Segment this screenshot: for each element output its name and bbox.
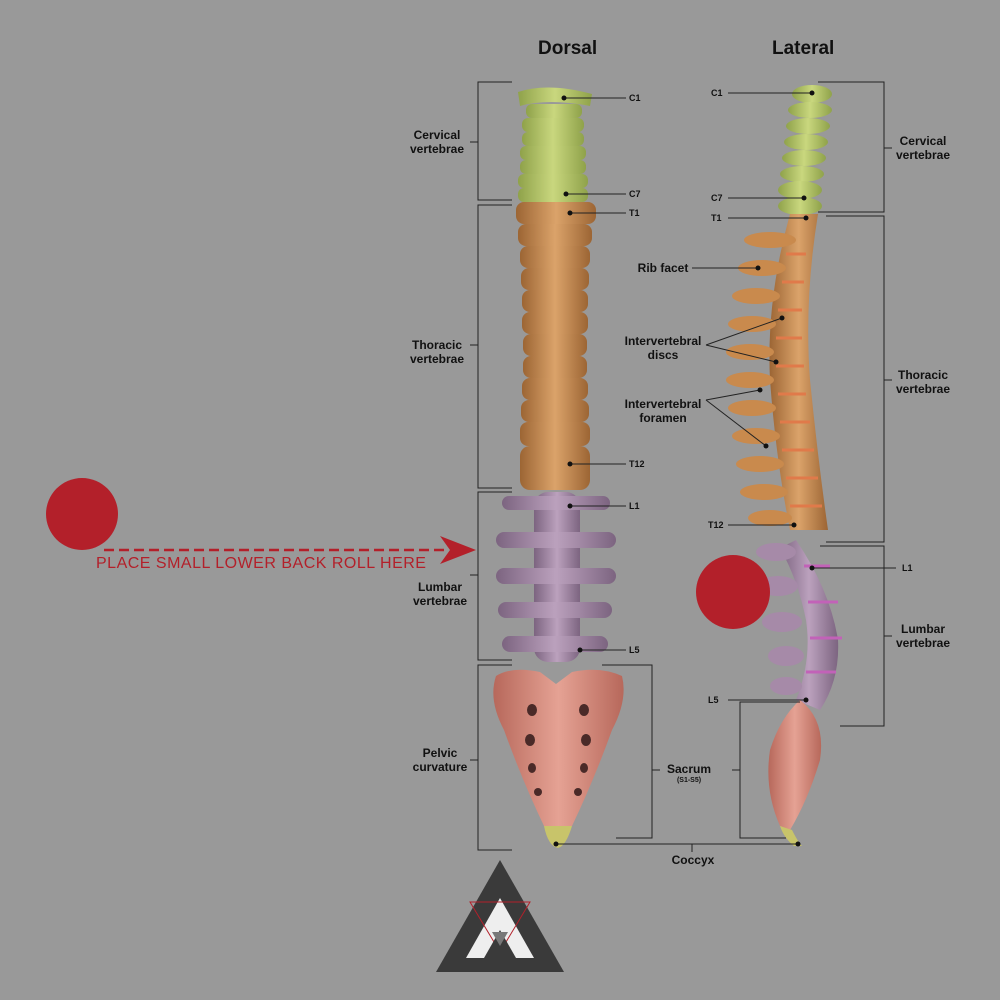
dorsal-t12-label: T12	[629, 459, 645, 469]
lateral-l5-label: L5	[708, 695, 719, 705]
dorsal-thoracic-vertebrae	[516, 202, 596, 490]
dorsal-t1-label: T1	[629, 208, 640, 218]
rib-facet-label: Rib facet	[637, 261, 689, 275]
intervertebral-discs-label: Intervertebral discs	[624, 334, 702, 362]
dorsal-l1-label: L1	[629, 501, 640, 511]
dorsal-sacrum	[493, 669, 624, 826]
instruction-text: PLACE SMALL LOWER BACK ROLL HERE	[96, 555, 427, 572]
red-dashed-arrow	[104, 536, 476, 564]
intervertebral-foramen-label: Intervertebral foramen	[624, 397, 702, 425]
leader-lines	[470, 81, 896, 852]
dorsal-title: Dorsal	[538, 38, 598, 59]
dorsal-thoracic-label: Thoracic vertebrae	[409, 338, 465, 366]
lateral-lumbar-vertebrae	[756, 540, 842, 710]
lateral-thoracic-label: Thoracic vertebrae	[895, 368, 951, 396]
lateral-sacrum	[768, 700, 822, 830]
dorsal-sacrum-sublabel: (S1-S5)	[676, 777, 702, 784]
lateral-coccyx	[780, 826, 802, 846]
lateral-cervical-label: Cervical vertebrae	[895, 134, 951, 162]
dorsal-spine	[493, 87, 624, 848]
lateral-c7-label: C7	[711, 193, 723, 203]
dorsal-l5-label: L5	[629, 645, 640, 655]
lateral-title: Lateral	[772, 38, 835, 59]
dorsal-lumbar-vertebrae	[496, 492, 616, 662]
dorsal-coccyx	[544, 826, 572, 848]
lateral-lumbar-label: Lumbar vertebrae	[895, 622, 951, 650]
triangle-logo-icon	[436, 860, 564, 972]
lateral-t12-label: T12	[708, 520, 724, 530]
red-marker-dot-left	[46, 478, 118, 550]
lateral-c1-label: C1	[711, 88, 723, 98]
lateral-thoracic-vertebrae	[726, 214, 828, 530]
red-marker-dot-lateral	[696, 555, 770, 629]
leader-dots	[553, 90, 815, 847]
dorsal-c7-label: C7	[629, 189, 641, 199]
dorsal-sacrum-label: Sacrum	[666, 762, 712, 776]
dorsal-pelvic-label: Pelvic curvature	[412, 746, 468, 774]
dorsal-cervical-vertebrae	[518, 87, 592, 202]
coccyx-label: Coccyx	[671, 853, 715, 867]
lateral-t1-label: T1	[711, 213, 722, 223]
dorsal-lumbar-label: Lumbar vertebrae	[412, 580, 468, 608]
lateral-cervical-vertebrae	[778, 85, 832, 215]
lateral-l1-label: L1	[902, 563, 913, 573]
lateral-spine	[726, 85, 842, 846]
dorsal-c1-label: C1	[629, 93, 641, 103]
dorsal-cervical-label: Cervical vertebrae	[409, 128, 465, 156]
